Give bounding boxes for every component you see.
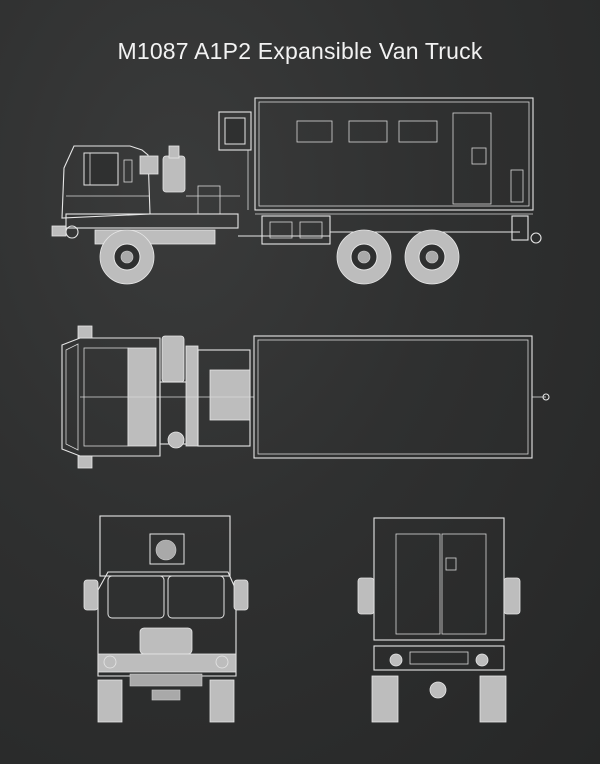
ac-unit — [218, 111, 252, 210]
middle-wheel — [336, 229, 392, 285]
top-van-box — [253, 335, 550, 459]
front-wheel — [99, 229, 155, 285]
rear-door-left — [395, 533, 441, 635]
front-wheels — [97, 679, 235, 723]
van-window-1 — [296, 120, 333, 143]
van-box — [254, 97, 534, 215]
windshield-right — [167, 575, 225, 619]
front-van-box — [99, 515, 231, 577]
van-window-2 — [348, 120, 388, 143]
diagram-title: M1087 A1P2 Expansible Van Truck — [117, 38, 483, 64]
truck-cab — [61, 145, 159, 219]
rear-door-right — [441, 533, 487, 635]
van-side-door — [452, 112, 492, 205]
windshield-left — [107, 575, 165, 619]
rear-wheel — [404, 229, 460, 285]
front-cab — [83, 571, 249, 687]
rear-van-box — [357, 517, 521, 641]
top-engine — [159, 335, 254, 449]
van-window-3 — [398, 120, 438, 143]
air-cleaner — [162, 145, 240, 215]
top-cab — [61, 325, 161, 469]
rear-bumper — [373, 645, 505, 699]
rear-wheels — [371, 675, 507, 723]
